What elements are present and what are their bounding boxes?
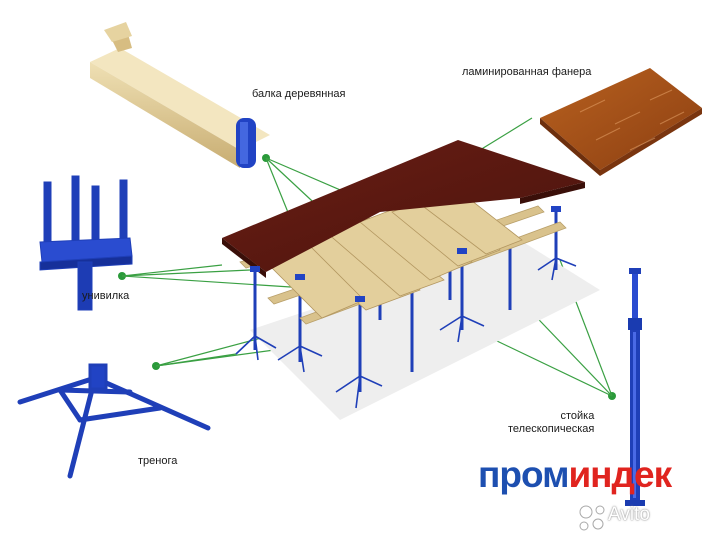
wooden-beam-illustration xyxy=(90,22,270,168)
label-tripod: тренога xyxy=(138,455,178,467)
brand-logo-part2: индек xyxy=(568,454,672,495)
telescopic-prop-illustration xyxy=(608,268,645,506)
label-telescopic-prop-line1: стойка xyxy=(560,410,595,422)
label-wooden-beam: балка деревянная xyxy=(252,88,346,100)
label-fork-head: унивилка xyxy=(82,290,130,302)
avito-logo-icon xyxy=(579,505,605,531)
tripod-illustration xyxy=(17,362,211,479)
formwork-assembly xyxy=(222,140,600,420)
brand-logo: проминдек xyxy=(478,452,672,498)
label-telescopic-prop: стойка телескопическая xyxy=(508,410,594,436)
label-laminated-plywood: ламинированная фанера xyxy=(462,66,592,78)
label-telescopic-prop-line2: телескопическая xyxy=(508,423,595,435)
plywood-sheet-illustration xyxy=(540,68,702,176)
fork-head-illustration xyxy=(39,175,133,311)
avito-watermark: Avito xyxy=(608,504,650,525)
brand-logo-part1: пром xyxy=(478,454,569,495)
